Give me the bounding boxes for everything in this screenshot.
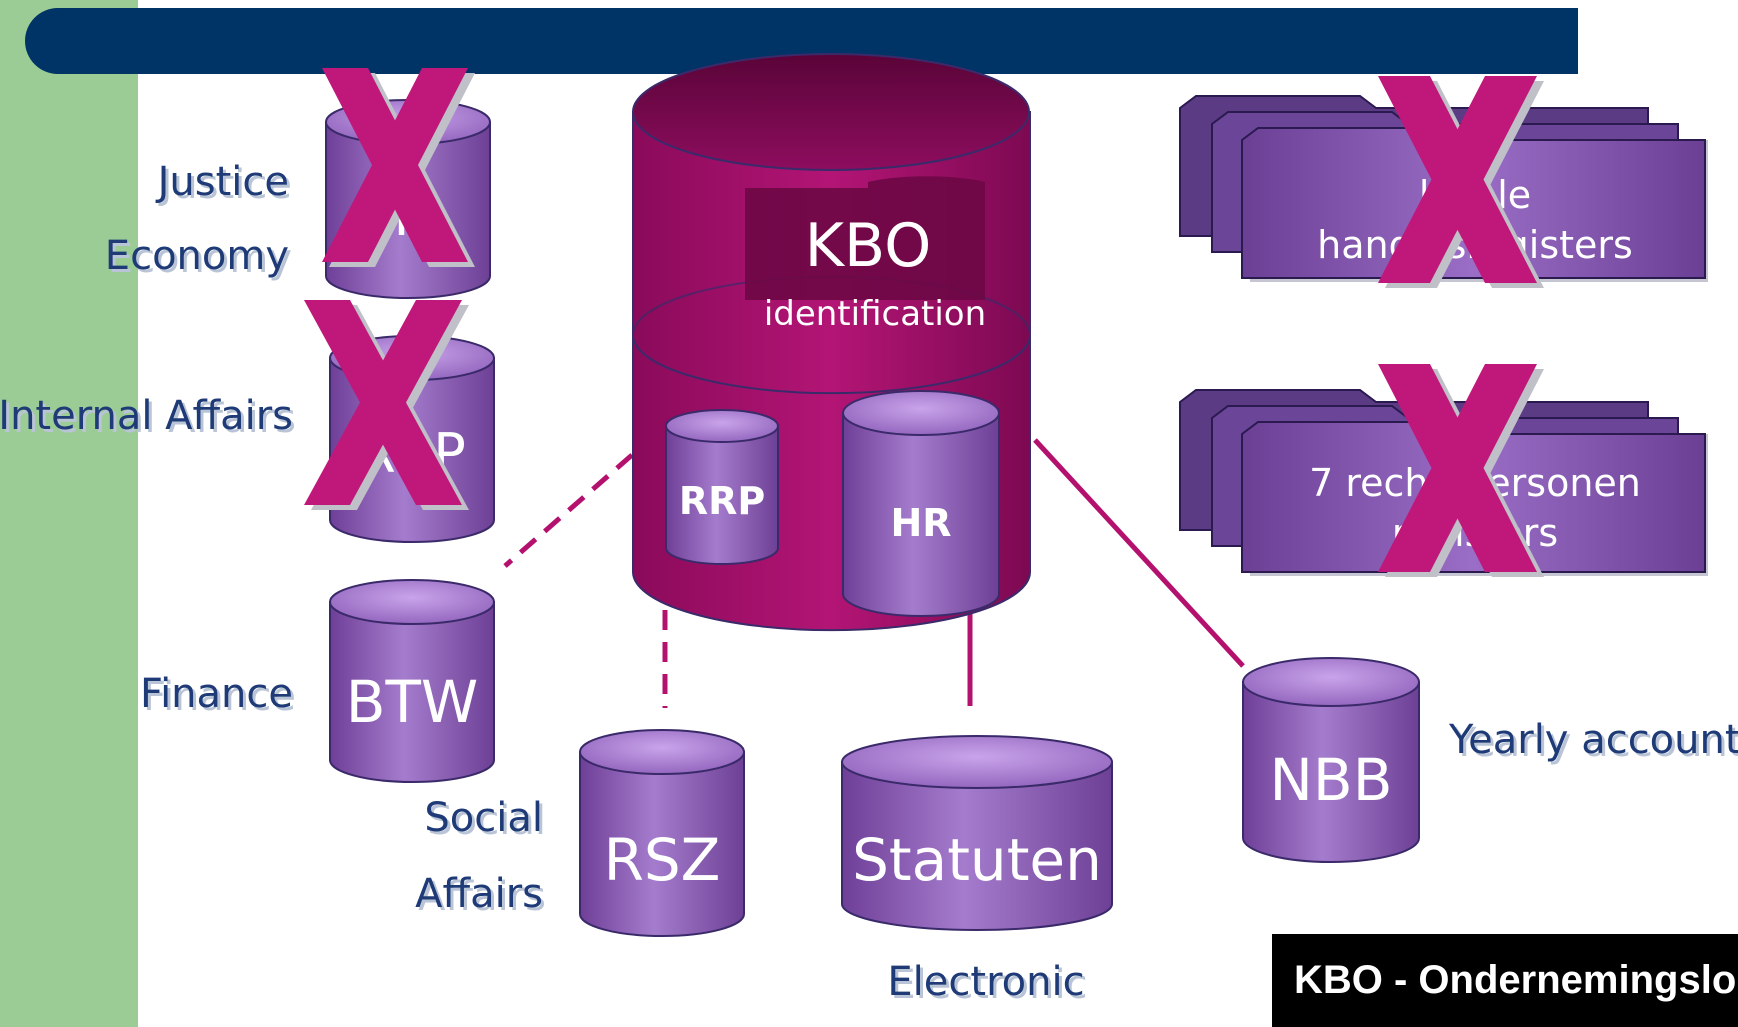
finance-label: Finance Finance bbox=[140, 671, 296, 720]
electronic-label: Electronic Electronic bbox=[887, 959, 1087, 1008]
svg-text:Finance: Finance bbox=[143, 674, 296, 720]
svg-text:Justice: Justice bbox=[155, 159, 289, 205]
nbb-db-label: NBB bbox=[1270, 746, 1393, 814]
svg-text:Electronic: Electronic bbox=[890, 962, 1087, 1008]
svg-text:Affairs: Affairs bbox=[415, 871, 543, 917]
rsz-db-label: RSZ bbox=[604, 826, 721, 894]
inner-hr-database: HR bbox=[842, 390, 1000, 617]
yearly-account-label: Yearly account Yearly account bbox=[1448, 717, 1738, 766]
title-bar bbox=[25, 8, 1578, 74]
statuten-db-label: Statuten bbox=[852, 826, 1102, 894]
cross-icon bbox=[1378, 76, 1544, 288]
left-band bbox=[0, 0, 138, 1027]
connector-nbb bbox=[1033, 438, 1245, 668]
svg-text:Electronic: Electronic bbox=[887, 959, 1084, 1005]
btw-database: BTW bbox=[329, 579, 495, 783]
footer-text: KBO - Ondernemingsloket bbox=[1294, 958, 1738, 1002]
svg-text:Finance: Finance bbox=[140, 671, 293, 717]
social-label: Social Social bbox=[424, 795, 546, 844]
kbo-subtitle: identification bbox=[764, 294, 986, 334]
internal-affairs-label: Internal Affairs Internal Affairs bbox=[0, 393, 296, 442]
rsz-database: RSZ bbox=[579, 729, 745, 937]
svg-text:Economy: Economy bbox=[108, 236, 292, 282]
kbo-title: KBO bbox=[805, 211, 932, 281]
connector-finance bbox=[503, 453, 634, 568]
economy-label: Economy Economy bbox=[105, 233, 292, 282]
svg-text:Economy: Economy bbox=[105, 233, 289, 279]
svg-text:Internal Affairs: Internal Affairs bbox=[0, 393, 293, 439]
footer-banner: KBO - Ondernemingsloket bbox=[1272, 934, 1738, 1027]
statuten-database: Statuten bbox=[841, 735, 1113, 931]
svg-text:Justice: Justice bbox=[158, 162, 292, 208]
btw-db-label: BTW bbox=[346, 668, 479, 736]
inner-rrp-label: RRP bbox=[679, 479, 765, 523]
svg-text:Yearly account: Yearly account bbox=[1451, 720, 1738, 766]
cross-icon bbox=[322, 68, 475, 267]
inner-rrp-database: RRP bbox=[665, 409, 779, 565]
justice-label: Justice Justice bbox=[155, 159, 292, 208]
nbb-database: NBB bbox=[1242, 657, 1420, 863]
inner-hr-label: HR bbox=[890, 501, 951, 545]
kbo-central-database: KBO identification RRP HR bbox=[632, 53, 1031, 632]
svg-text:Social: Social bbox=[424, 795, 543, 841]
cross-icon bbox=[1378, 364, 1544, 577]
svg-text:Yearly account: Yearly account bbox=[1448, 717, 1738, 763]
cross-icon bbox=[304, 300, 469, 510]
svg-text:Internal Affairs: Internal Affairs bbox=[1, 396, 296, 442]
affairs-label: Affairs Affairs bbox=[415, 871, 546, 920]
svg-text:Social: Social bbox=[427, 798, 546, 844]
svg-text:Affairs: Affairs bbox=[418, 874, 546, 920]
